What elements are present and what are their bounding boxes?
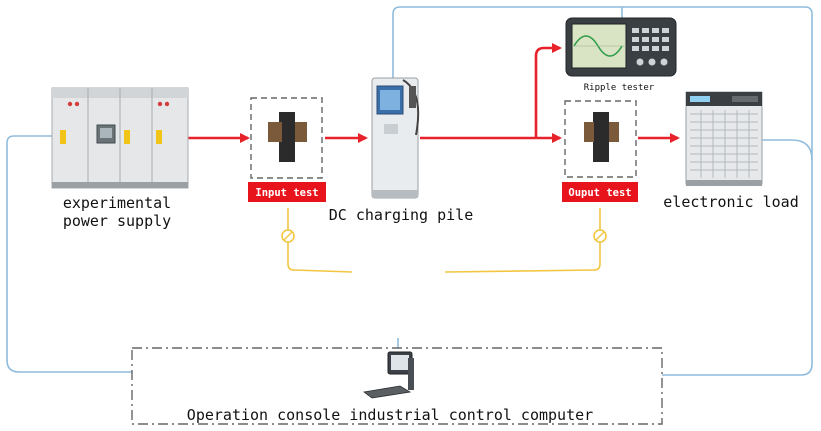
computer-icon [363, 351, 414, 399]
electronic-load-label: electronic load [663, 193, 798, 211]
input-test-label: Input test [255, 187, 318, 199]
control-line-load [762, 139, 813, 161]
signal-lines [287, 208, 601, 273]
console-label: Operation console industrial control com… [187, 406, 593, 424]
power-flow-arrows [188, 43, 680, 143]
connector-icon-input [281, 229, 295, 243]
console-dashed-box [131, 347, 663, 425]
power-supply-label-line2: power supply [63, 212, 171, 230]
control-line-top-loop [392, 6, 813, 376]
ripple-tester-device [565, 17, 677, 77]
input-test-sensor [250, 97, 323, 179]
arrow-to-ripple-tester [534, 43, 562, 138]
connector-icon-output [593, 229, 607, 243]
output-test-sensor [564, 100, 637, 178]
ripple-tester-label: Ripple tester [584, 83, 655, 93]
electronic-load-rack [685, 91, 763, 186]
charging-pile-label: DC charging pile [329, 206, 474, 224]
power-supply-cabinet [51, 87, 189, 189]
control-line-power-supply [6, 135, 132, 373]
input-test-badge: Input test [248, 182, 326, 202]
signal-line-output [444, 208, 601, 273]
output-test-label: Ouput test [568, 187, 631, 199]
dc-charging-pile [371, 77, 420, 199]
control-lines [6, 6, 813, 376]
power-supply-label-line1: experimental [63, 194, 171, 212]
output-test-badge: Ouput test [562, 182, 638, 202]
signal-line-input [287, 208, 353, 273]
